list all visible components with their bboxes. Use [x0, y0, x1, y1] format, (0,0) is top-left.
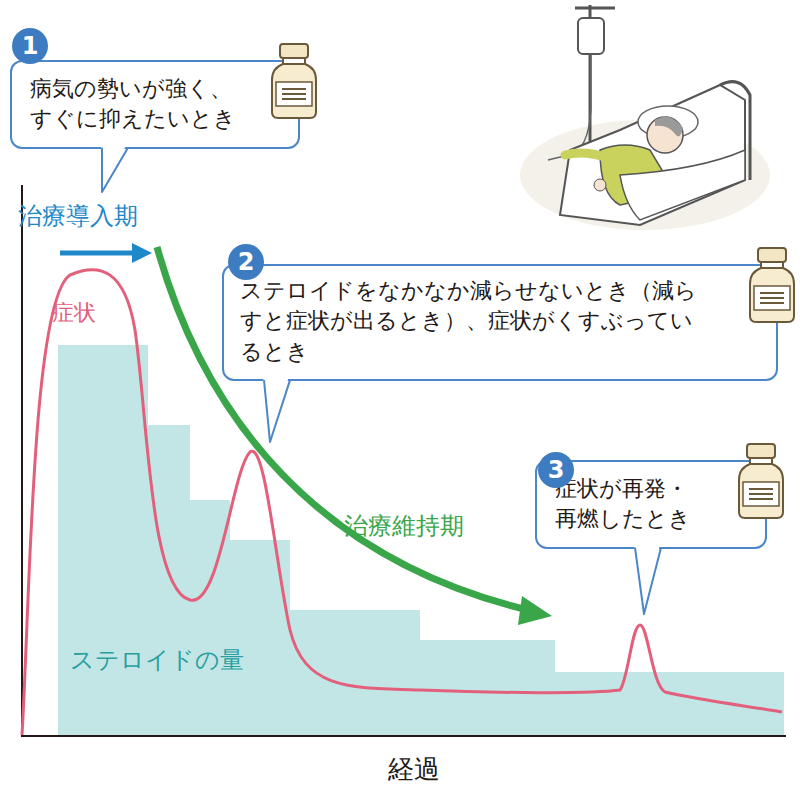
- callout-number: 3: [538, 452, 574, 488]
- callout-text: 症状が再発・再燃したとき: [555, 474, 695, 535]
- steroid-steps: [58, 345, 784, 735]
- induction-arrowhead: [132, 243, 152, 263]
- medicine-bottle-icon: [746, 246, 798, 324]
- callout-bubble: ステロイドをなかなか減らせないとき（減らすと症状が出るとき）、症状がくすぶってい…: [222, 264, 778, 381]
- area-label: ステロイドの量: [70, 644, 244, 676]
- x-axis: [21, 735, 786, 737]
- callout-number: 2: [228, 244, 264, 280]
- callout-text: 病気の勢いが強く、すぐに抑えたいとき: [30, 74, 236, 135]
- phase-label: 治療導入期: [18, 200, 138, 232]
- callout-number: 1: [12, 28, 48, 64]
- phase-label: 治療維持期: [344, 510, 464, 542]
- maintenance-arrowhead: [518, 596, 552, 625]
- patient-illustration: [520, 5, 770, 230]
- curve-label: 症状: [52, 298, 96, 328]
- medicine-bottle-icon: [735, 442, 787, 520]
- medicine-bottle-icon: [268, 42, 320, 120]
- callout-bubble: 病気の勢いが強く、すぐに抑えたいとき: [10, 60, 300, 149]
- y-axis: [21, 185, 23, 736]
- induction-arrow: [60, 251, 135, 256]
- axis-label: 経過: [388, 752, 440, 787]
- callout-text: ステロイドをなかなか減らせないとき（減らすと症状が出るとき）、症状がくすぶってい…: [240, 276, 710, 367]
